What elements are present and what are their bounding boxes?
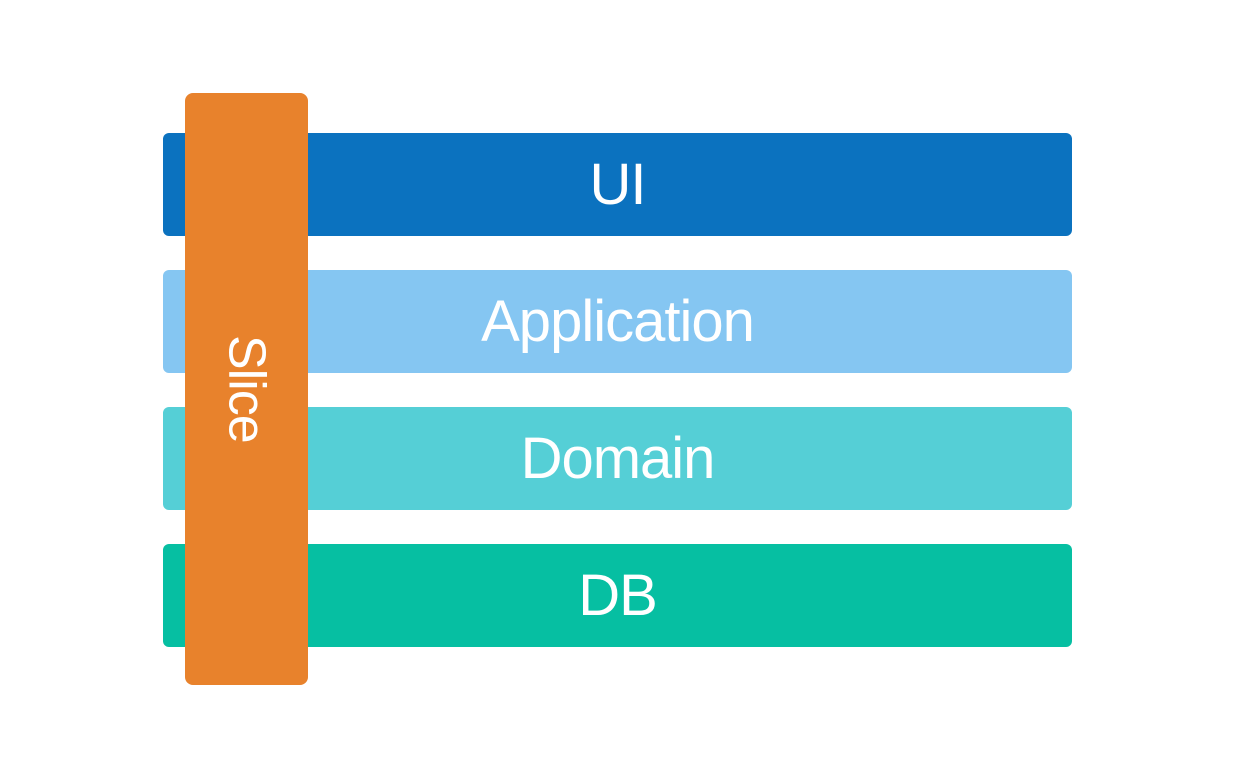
- layer-label-application: Application: [481, 289, 755, 354]
- layer-bar-ui: UI: [163, 133, 1072, 236]
- layer-label-ui: UI: [589, 152, 647, 217]
- layer-label-domain: Domain: [520, 426, 716, 491]
- slice-label: Slice: [217, 335, 276, 443]
- layer-bar-domain: Domain: [163, 407, 1072, 510]
- layer-label-db: DB: [578, 563, 658, 628]
- layer-bar-application: Application: [163, 270, 1072, 373]
- layer-bar-db: DB: [163, 544, 1072, 647]
- slice-bar: Slice: [185, 93, 308, 685]
